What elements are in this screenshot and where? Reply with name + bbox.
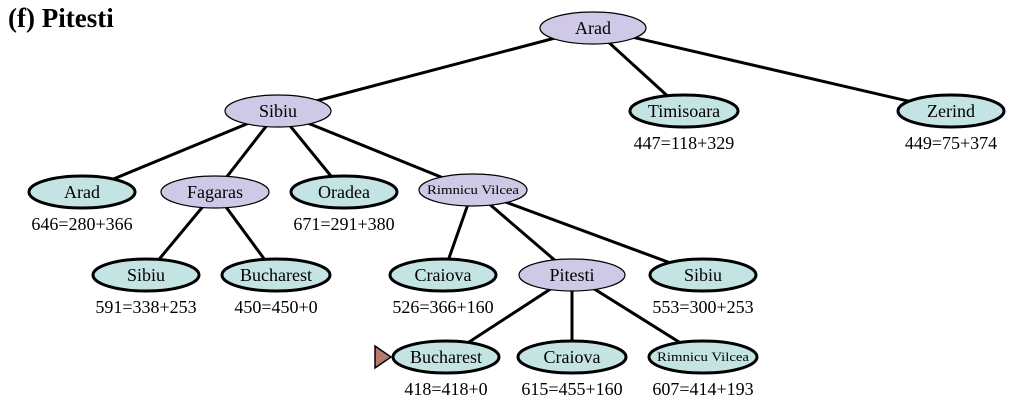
node-label: Rimnicu Vilcea: [427, 182, 519, 197]
node-label: Rimnicu Vilcea: [657, 349, 749, 364]
node-ellipse: [388, 257, 498, 293]
node-f-value: 607=414+193: [652, 379, 753, 399]
node-label: Fagaras: [187, 182, 243, 202]
tree-node-sibiu: Sibiu: [224, 94, 332, 128]
node-label: Oradea: [318, 182, 370, 202]
tree-node-zerind: Zerind 449=75+374: [896, 93, 1006, 153]
tree-node-rimnicu-vilcea: Rimnicu Vilcea: [418, 173, 528, 207]
node-ellipse: [27, 174, 137, 210]
node-ellipse: [224, 94, 332, 128]
diagram-title: (f) Pitesti: [8, 3, 114, 33]
node-ellipse: [647, 339, 759, 375]
node-f-value: 447=118+329: [634, 133, 735, 153]
tree-node-arad-root: Arad: [539, 11, 647, 45]
node-ellipse: [220, 257, 332, 293]
node-label: Arad: [575, 18, 611, 38]
tree-node-timisoara: Timisoara 447=118+329: [628, 93, 740, 153]
node-label: Arad: [64, 182, 100, 202]
node-ellipse: [648, 257, 758, 293]
node-label: Sibiu: [684, 265, 722, 285]
node-f-value: 553=300+253: [652, 297, 753, 317]
node-f-value: 450=450+0: [234, 297, 317, 317]
node-ellipse: [160, 175, 270, 209]
node-label: Craiova: [544, 347, 601, 367]
tree-node-fagaras: Fagaras: [160, 175, 270, 209]
node-ellipse: [516, 339, 628, 375]
node-ellipse: [628, 93, 740, 129]
node-f-value: 615=455+160: [521, 379, 622, 399]
tree-node-craiova-1: Craiova 526=366+160: [388, 257, 498, 317]
node-f-value: 418=418+0: [404, 379, 487, 399]
node-label: Bucharest: [240, 265, 312, 285]
tree-node-bucharest-1: Bucharest 450=450+0: [220, 257, 332, 317]
tree-node-craiova-2: Craiova 615=455+160: [516, 339, 628, 399]
tree-node-pitesti: Pitesti: [518, 258, 626, 292]
right-triangle-icon: [374, 344, 393, 370]
node-ellipse: [539, 11, 647, 45]
tree-node-bucharest-2: Bucharest 418=418+0: [374, 339, 501, 399]
node-f-value: 591=338+253: [95, 297, 196, 317]
node-label: Zerind: [927, 101, 975, 121]
node-ellipse: [896, 93, 1006, 129]
tree-node-sibiu-2: Sibiu 591=338+253: [91, 257, 201, 317]
node-label: Craiova: [415, 265, 472, 285]
node-label: Pitesti: [549, 265, 594, 285]
node-label: Sibiu: [259, 101, 297, 121]
node-label: Timisoara: [648, 101, 720, 121]
node-label: Sibiu: [127, 265, 165, 285]
node-ellipse: [391, 339, 501, 375]
node-label: Bucharest: [410, 347, 482, 367]
node-ellipse: [289, 174, 399, 210]
tree-edge: [472, 188, 704, 277]
tree-edge: [592, 26, 952, 113]
tree-node-oradea: Oradea 671=291+380: [289, 174, 399, 234]
node-f-value: 526=366+160: [392, 297, 493, 317]
tree-node-arad-2: Arad 646=280+366: [27, 174, 137, 234]
node-f-value: 646=280+366: [31, 214, 132, 234]
node-ellipse: [518, 258, 626, 292]
tree-node-sibiu-3: Sibiu 553=300+253: [648, 257, 758, 317]
tree-node-rimnicu-vilcea-2: Rimnicu Vilcea 607=414+193: [647, 339, 759, 399]
node-f-value: 671=291+380: [293, 214, 394, 234]
node-ellipse: [91, 257, 201, 293]
node-f-value: 449=75+374: [905, 133, 997, 153]
node-ellipse: [418, 173, 528, 207]
tree-edge: [277, 26, 594, 113]
